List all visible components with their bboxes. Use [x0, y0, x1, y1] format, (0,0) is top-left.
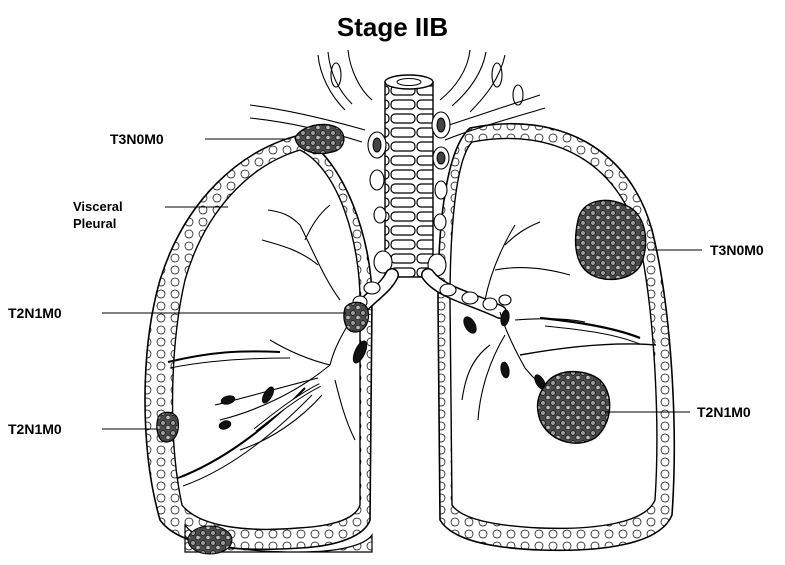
tumor-right-upper	[576, 200, 646, 279]
tumor-upper-left	[295, 124, 344, 153]
right-lung	[438, 124, 674, 551]
label-visceral-line1: Visceral	[73, 198, 123, 215]
label-visceral-line2: Pleural	[73, 215, 123, 232]
diagram-title: Stage IIB	[0, 12, 785, 43]
trachea	[368, 75, 450, 277]
label-visceral-pleural: Visceral Pleural	[73, 198, 123, 232]
tumor-right-lower	[538, 372, 610, 444]
label-right-upper-tumor: T3N0M0	[710, 242, 764, 258]
tumor-lower-left	[157, 412, 179, 442]
label-upper-left-tumor: T3N0M0	[110, 131, 164, 147]
label-hilar-node: T2N1M0	[8, 305, 62, 321]
label-right-lower-tumor: T2N1M0	[697, 404, 751, 420]
tumor-hilar-node	[344, 302, 369, 332]
label-lower-left-tumor: T2N1M0	[8, 421, 62, 437]
